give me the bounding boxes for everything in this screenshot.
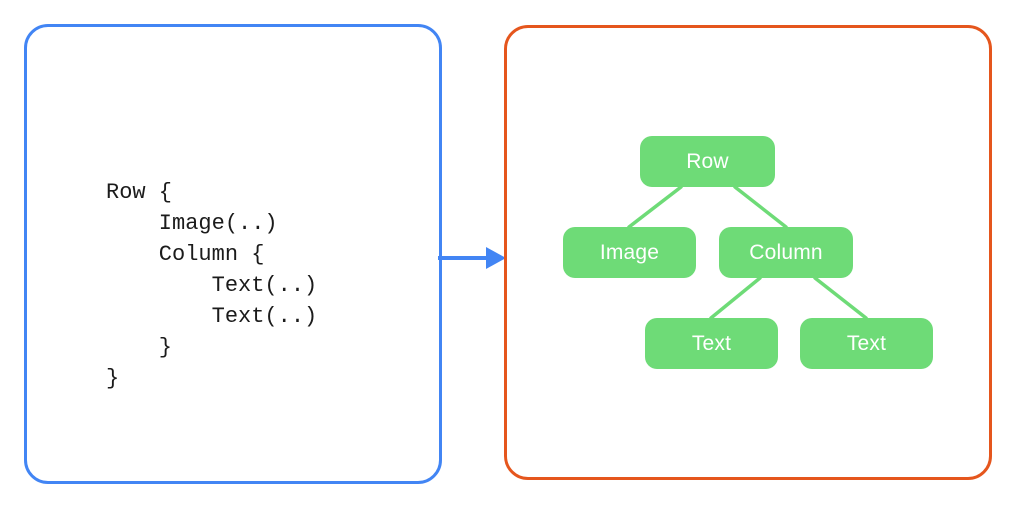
tree-node-column[interactable]: Column — [719, 227, 853, 278]
tree-node-image[interactable]: Image — [563, 227, 696, 278]
code-snippet: Row { Image(..) Column { Text(..) Text(.… — [106, 180, 318, 391]
tree-node-text-1[interactable]: Text — [645, 318, 778, 369]
transform-arrow — [438, 247, 506, 269]
code-panel: Row { Image(..) Column { Text(..) Text(.… — [24, 24, 442, 484]
arrow-head-icon — [486, 247, 506, 269]
tree-node-text-2[interactable]: Text — [800, 318, 933, 369]
tree-node-row[interactable]: Row — [640, 136, 775, 187]
